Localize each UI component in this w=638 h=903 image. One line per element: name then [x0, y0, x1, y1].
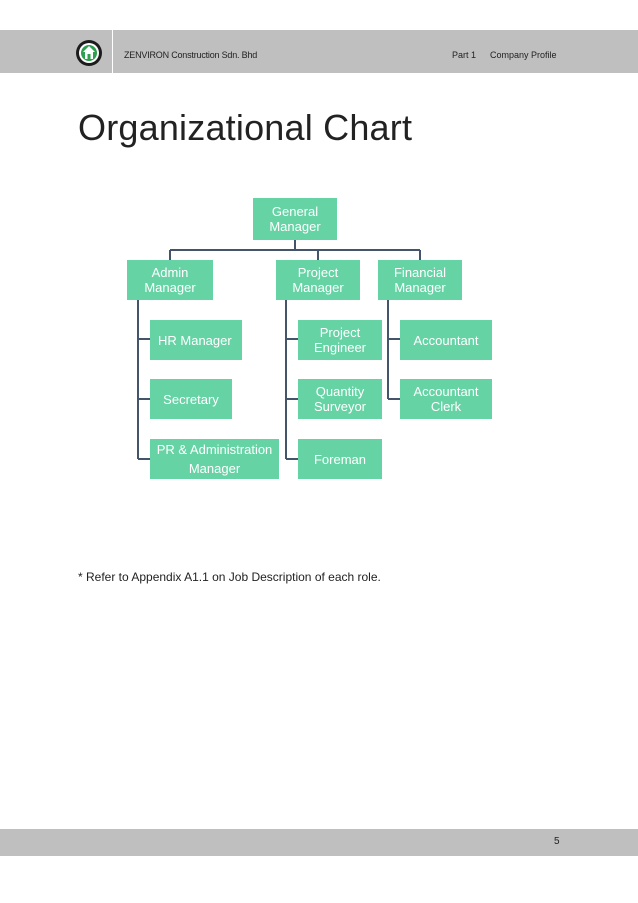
org-box-label: Accountant Clerk: [413, 384, 479, 414]
page-title: Organizational Chart: [78, 107, 413, 148]
org-box-hr-manager: HR Manager: [150, 320, 242, 360]
footnote: * Refer to Appendix A1.1 on Job Descript…: [78, 570, 381, 584]
org-box-project-manager: Project Manager: [276, 260, 360, 300]
org-box-financial-manager: Financial Manager: [378, 260, 462, 300]
company-logo-icon: [76, 40, 102, 66]
org-box-label: PR & Administration Manager: [156, 442, 273, 476]
org-box-label: HR Manager: [158, 332, 232, 348]
org-box-label: Secretary: [163, 391, 219, 407]
page-number: 5: [554, 836, 560, 847]
org-box-secretary: Secretary: [150, 379, 232, 419]
footer-bar: [0, 829, 638, 856]
header-divider: [112, 30, 113, 73]
org-box-label: Accountant: [413, 332, 479, 348]
org-box-quantity-surveyor: Quantity Surveyor: [298, 379, 382, 419]
org-box-label: Project Manager: [292, 265, 344, 295]
org-box-label: Financial Manager: [393, 265, 447, 295]
org-box-accountant-clerk: Accountant Clerk: [400, 379, 492, 419]
org-box-foreman: Foreman: [298, 439, 382, 479]
org-box-pr-admin-manager: PR & Administration Manager: [150, 439, 279, 479]
org-box-accountant: Accountant: [400, 320, 492, 360]
org-box-general-manager: General Manager: [253, 198, 337, 240]
org-box-label: Admin Manager: [144, 265, 196, 295]
part-label: Part 1: [452, 50, 477, 60]
org-box-label: Foreman: [313, 451, 367, 467]
org-box-project-engineer: Project Engineer: [298, 320, 382, 360]
section-label: Company Profile: [490, 50, 557, 60]
org-box-label: General Manager: [269, 204, 321, 234]
org-box-admin-manager: Admin Manager: [127, 260, 213, 300]
company-name: ZENVIRON Construction Sdn. Bhd: [124, 50, 258, 60]
header-bar: [0, 30, 638, 73]
org-box-label: Quantity Surveyor: [313, 384, 367, 414]
org-box-label: Project Engineer: [313, 325, 367, 355]
